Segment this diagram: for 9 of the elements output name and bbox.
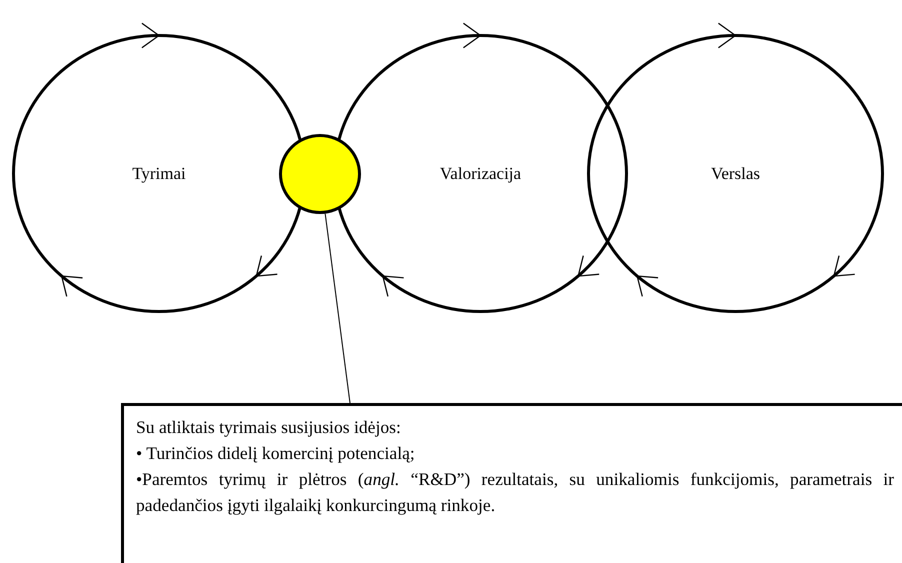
heading-text: Su atliktais tyrimais susijusios idėjos: xyxy=(136,416,402,439)
bullet-text: • Turinčios didelį komercinį potencialą; xyxy=(136,442,416,465)
circle-label: Tyrimai xyxy=(132,164,186,184)
circle-label: Verslas xyxy=(710,164,760,184)
cycle-circle xyxy=(587,34,884,313)
circle-label: Valorizacija xyxy=(440,164,522,184)
text-box xyxy=(121,403,902,563)
leader-line xyxy=(324,213,350,404)
bullet-text: •Paremtos tyrimų ir plėtros (angl. “R&D”) rezultatais, su unikaliomis funkcijomis, parametrais ir padedančios įgyti ilgalaikį konkurcingumą rinkoje. xyxy=(136,468,894,517)
